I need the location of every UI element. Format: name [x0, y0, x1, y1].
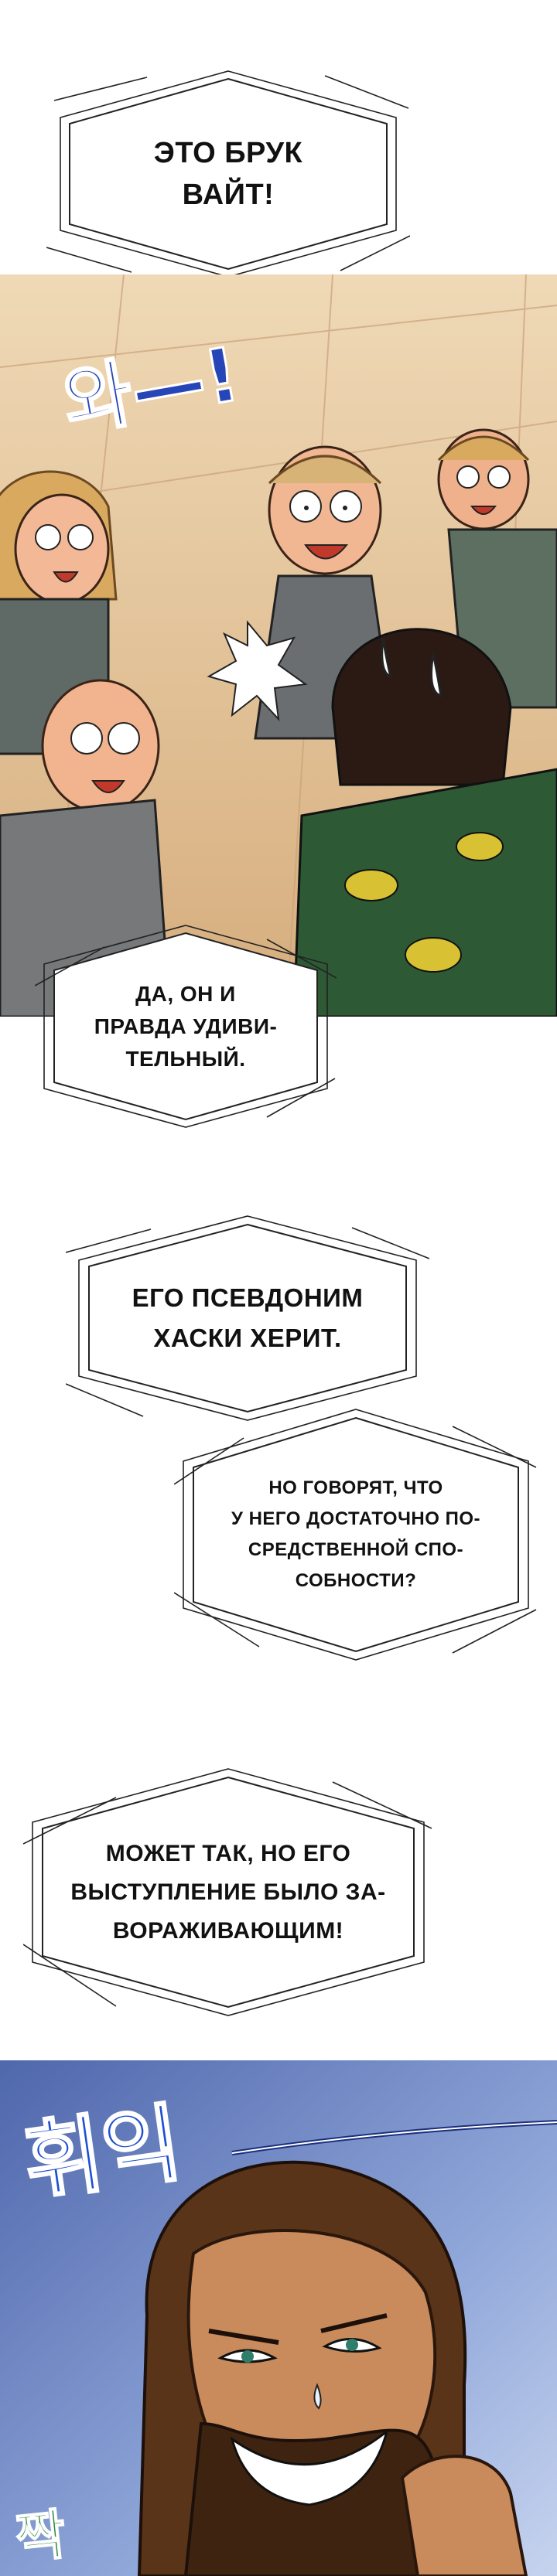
grin: [230, 2428, 389, 2506]
bubble-5-line-2: ВЫСТУПЛЕНИЕ БЫЛО ЗА-: [70, 1879, 386, 1905]
face: [186, 2229, 437, 2480]
hand: [400, 2455, 528, 2576]
speech-bubble-5: МОЖЕТ ТАК, НО ЕГО ВЫСТУПЛЕНИЕ БЫЛО ЗА- В…: [23, 1767, 433, 2018]
bubble-4-line-2: У НЕГО ДОСТАТОЧНО ПО-: [231, 1508, 481, 1529]
bubble-outline: [35, 925, 337, 1128]
bearded-man-illustration: [0, 2060, 557, 2576]
bubble-outline: [23, 1768, 432, 2016]
bubble-3-line-1: ЕГО ПСЕВДОНИМ: [132, 1283, 364, 1312]
bubble-5-line-3: ВОРАЖИВАЮЩИМ!: [112, 1917, 344, 1944]
impact-burst: [207, 620, 308, 721]
bubble-4-line-3: СРЕДСТВЕННОЙ СПО-: [248, 1539, 464, 1560]
bubble-4-line-1: НО ГОВОРЯТ, ЧТО: [268, 1477, 443, 1498]
eyes: [208, 2313, 388, 2363]
speech-bubble-2: ДА, ОН И ПРАВДА УДИВИ- ТЕЛЬНЫЙ.: [35, 924, 337, 1129]
bubble-2-line-2: ПРАВДА УДИВИ-: [94, 1014, 278, 1038]
panel-crowd: 와—!: [0, 274, 557, 1017]
bubble-5-line-1: МОЖЕТ ТАК, НО ЕГО: [105, 1840, 351, 1866]
sfx-hwiik: 휘익: [17, 2092, 188, 2214]
bubble-4-line-4: СОБНОСТИ?: [295, 1570, 417, 1591]
bubble-2-line-3: ТЕЛЬНЫЙ.: [125, 1046, 246, 1071]
bubble-3-line-2: ХАСКИ ХЕРИТ.: [153, 1324, 342, 1352]
figure-foreground: [292, 628, 557, 1017]
bubble-2-line-1: ДА, ОН И: [135, 981, 236, 1006]
speech-bubble-1: ЭТО БРУК ВАЙТ!: [46, 70, 410, 278]
sfx-jjak: 짝: [12, 2502, 70, 2571]
bubble-1-line-1: ЭТО БРУК: [153, 137, 303, 169]
bubble-outline: [174, 1409, 537, 1661]
speech-bubble-3: ЕГО ПСЕВДОНИМ ХАСКИ ХЕРИТ.: [66, 1214, 429, 1423]
crowd-illustration: [0, 274, 557, 1017]
panel-bearded-man: 휘익 짝: [0, 2060, 557, 2576]
speech-bubble-4: НО ГОВОРЯТ, ЧТО У НЕГО ДОСТАТОЧНО ПО- СР…: [174, 1407, 538, 1662]
bubble-outline: [66, 1215, 429, 1421]
bubble-1-line-2: ВАЙТ!: [182, 179, 275, 211]
